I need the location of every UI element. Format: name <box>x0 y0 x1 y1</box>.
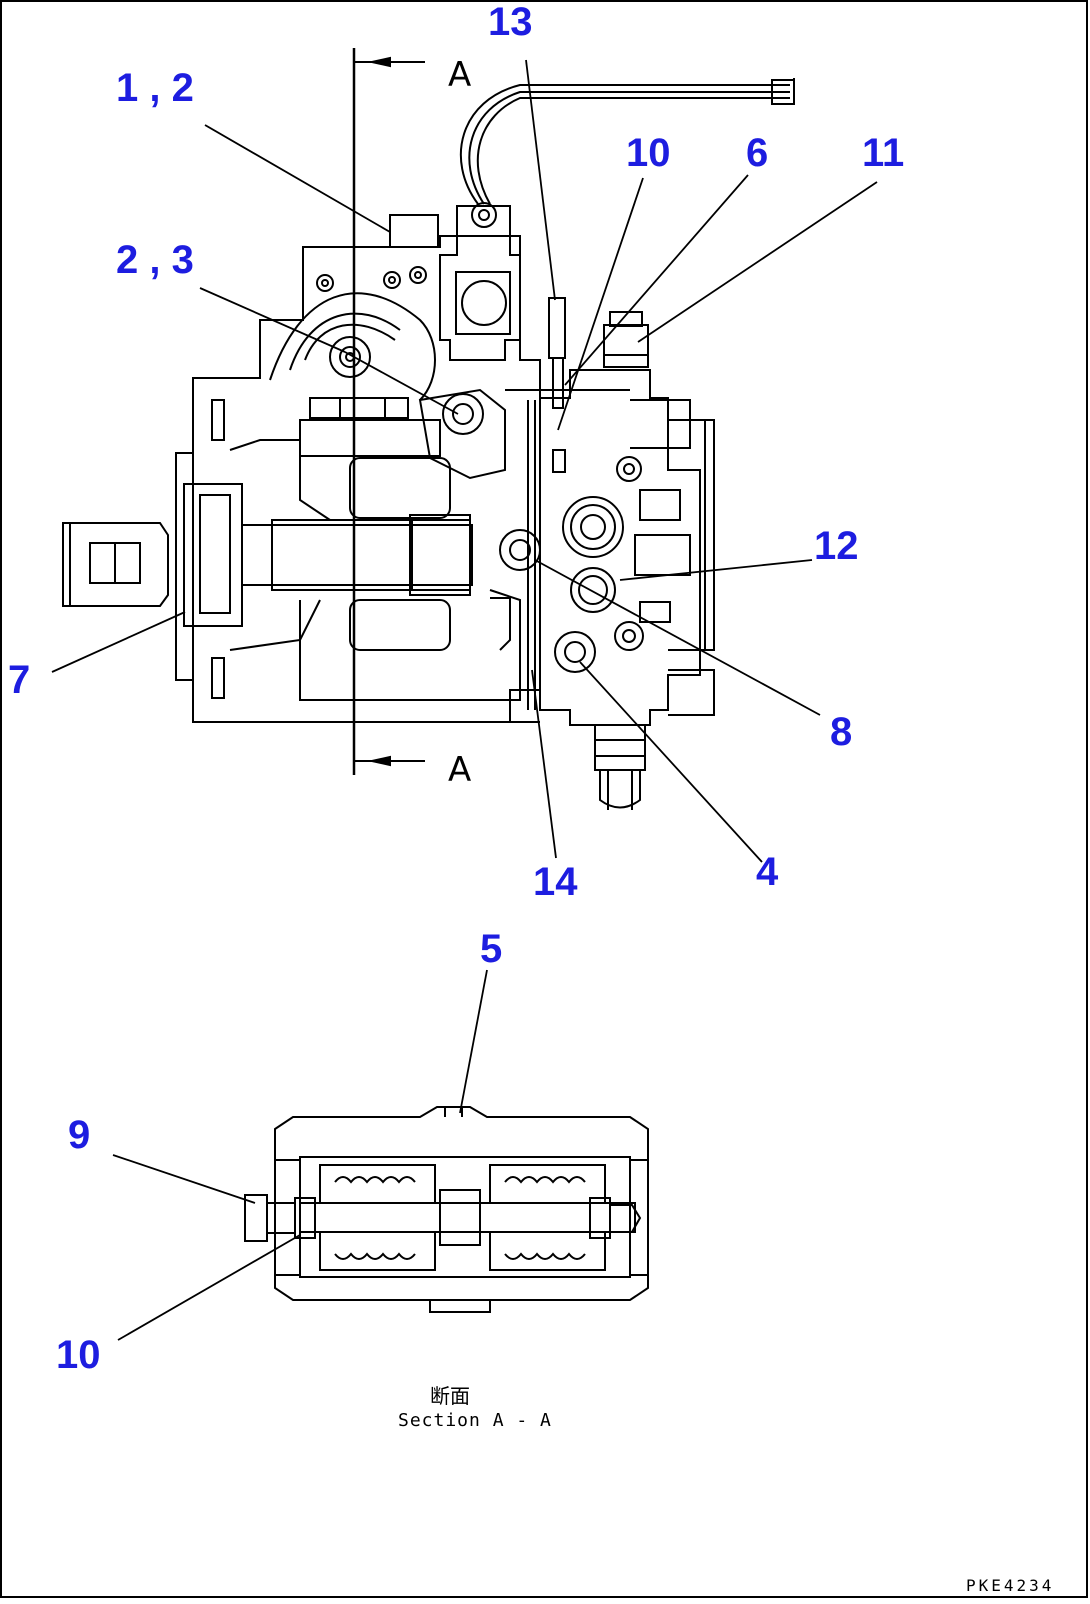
section-view-drawing <box>244 1106 649 1313</box>
callout-2-3: 2 , 3 <box>116 238 194 282</box>
section-mark-top: A <box>448 55 472 95</box>
drawing-code: PKE4234 <box>966 1576 1055 1595</box>
pump-assembly-drawing <box>62 48 795 810</box>
callout-4: 4 <box>756 850 779 894</box>
callout-8: 8 <box>830 710 853 754</box>
leader-lines <box>51 59 878 1341</box>
section-mark-bottom: A <box>448 750 472 790</box>
callout-14: 14 <box>533 860 578 904</box>
callout-11: 11 <box>862 131 905 175</box>
callout-13: 13 <box>488 0 533 44</box>
callout-10-bottom: 10 <box>56 1333 101 1377</box>
callout-7: 7 <box>8 658 31 702</box>
section-caption-english: Section A - A <box>398 1410 552 1431</box>
callout-1-2: 1 , 2 <box>116 66 194 110</box>
callout-9: 9 <box>68 1113 91 1157</box>
callout-12: 12 <box>814 524 859 568</box>
callout-6: 6 <box>746 131 769 175</box>
callout-10-top: 10 <box>626 131 671 175</box>
callout-5: 5 <box>480 927 503 971</box>
section-caption-japanese: 断面 <box>430 1384 470 1408</box>
